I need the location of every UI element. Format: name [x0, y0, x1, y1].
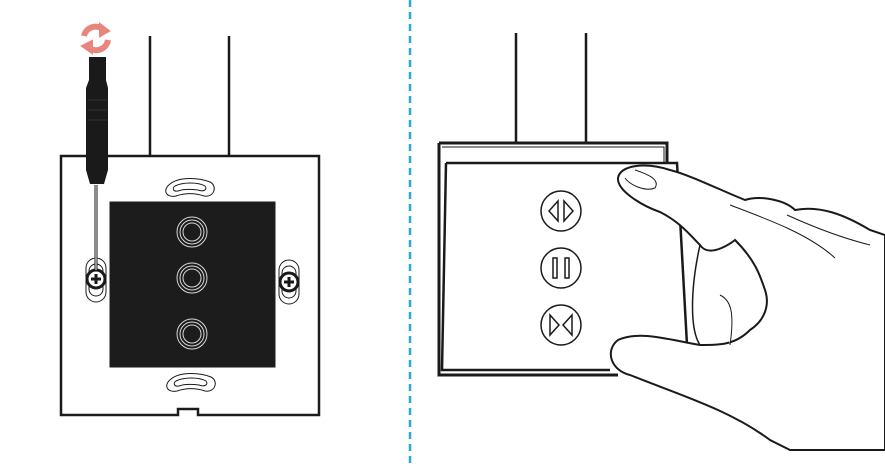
- touch-button-icon: [176, 216, 208, 350]
- screw-icon: [85, 268, 107, 290]
- open-arrows-icon: [540, 190, 582, 232]
- hand-icon: [609, 164, 885, 451]
- switch-front-plate: [440, 161, 689, 372]
- rotate-arrows-icon: [80, 21, 111, 55]
- right-step-press: [437, 33, 885, 451]
- left-step-mounting: [59, 36, 321, 417]
- close-arrows-icon: [540, 304, 582, 346]
- touch-panel: [109, 201, 276, 368]
- slot-bottom: [166, 373, 216, 392]
- slot-top: [165, 178, 215, 197]
- pause-icon: [540, 247, 582, 289]
- screwdriver-icon: [86, 57, 108, 270]
- screw-icon: [278, 271, 300, 293]
